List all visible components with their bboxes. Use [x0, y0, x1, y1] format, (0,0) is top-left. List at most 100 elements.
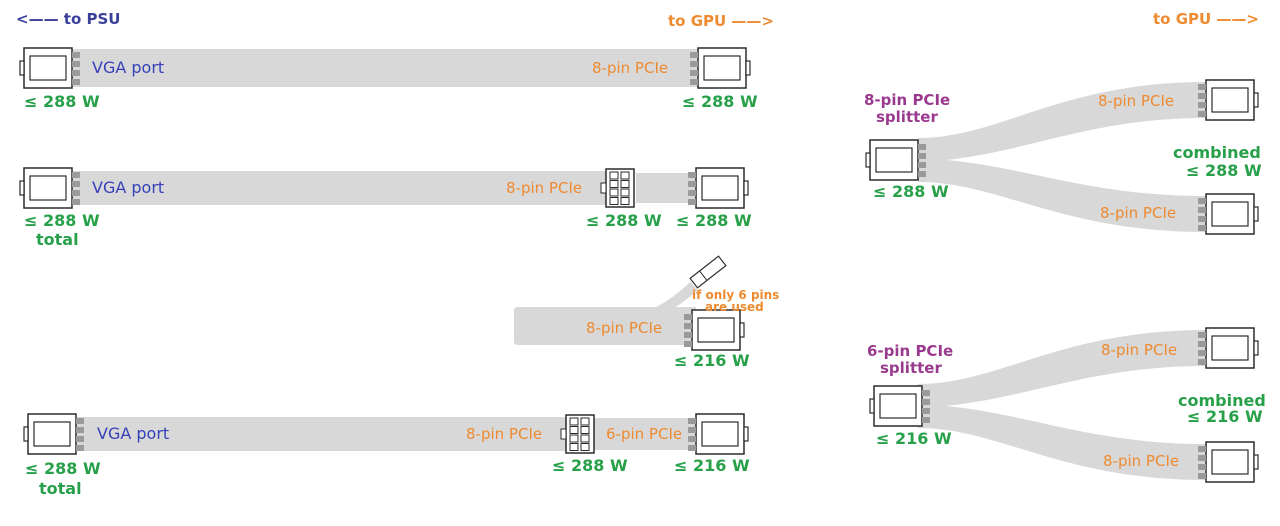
splitter8-output-top-connector-housing	[1205, 79, 1255, 121]
splitter8-input-connector-pin-0	[918, 144, 926, 150]
row4-psu-watt: ≤ 288 W	[25, 459, 101, 478]
splitter8-in-watt: ≤ 288 W	[873, 182, 949, 201]
row3-cable	[514, 307, 696, 345]
row2-psu-connector-pin-0	[72, 172, 80, 178]
row2-pcie-label: 8-pin PCIe	[506, 179, 583, 197]
row4-mid-connector-hole-1-0	[569, 426, 579, 434]
splitter6-name-line1: 6-pin PCIe	[867, 342, 954, 360]
row1-gpu-connector-latch	[745, 60, 751, 76]
splitter6-combined-watt: ≤ 216 W	[1187, 407, 1263, 426]
row4-psu-connector-latch	[23, 426, 29, 442]
row4-cable-a	[76, 417, 568, 451]
row4-cable-b	[594, 418, 700, 450]
row3-note-line1: if only 6 pins	[692, 288, 780, 302]
splitter6-name-line2: splitter	[880, 359, 942, 377]
cables-layer	[70, 49, 1206, 480]
row4-gpu-connector-pin-3	[688, 445, 696, 451]
row3-note-line2: are used	[705, 300, 764, 314]
row3-gpu-connector-latch	[739, 322, 745, 338]
row4-mid-connector-hole-0-1	[580, 417, 590, 426]
row1-psu-connector-inner	[29, 55, 67, 81]
row1-psu-connector-pin-2	[72, 70, 80, 76]
row4-mid-connector-hole-0-0	[569, 417, 579, 426]
row2-psu-connector-housing	[23, 167, 73, 209]
row1-gpu-connector-housing	[697, 47, 747, 89]
row4-psu-connector-housing	[27, 413, 77, 455]
to-gpu-label-right: to GPU ——>	[1153, 10, 1259, 28]
row2-mid-connector	[600, 168, 635, 208]
row3-gpu-connector-inner	[697, 317, 735, 343]
splitter8-output-top-connector-latch	[1253, 92, 1259, 108]
row4-psu-connector	[23, 413, 84, 455]
row4-pcie8-label: 8-pin PCIe	[466, 425, 543, 443]
row2-cable-a	[70, 171, 610, 205]
splitter8-output-top-connector-pin-0	[1198, 84, 1206, 90]
splitter6-output-top-connector-pin-1	[1198, 341, 1206, 347]
row1-psu-watt: ≤ 288 W	[24, 92, 100, 111]
splitter8-branch-bottom-cable	[918, 158, 1206, 232]
row2-psu-connector	[19, 167, 80, 209]
row1-psu-connector	[19, 47, 80, 89]
splitter8-input-connector-latch	[865, 152, 871, 168]
row2-psu-connector-pin-3	[72, 199, 80, 205]
row1-gpu-connector-pin-2	[690, 70, 698, 76]
splitter6-output-top-connector	[1198, 327, 1259, 369]
row4-psu-watt-total: total	[39, 479, 82, 498]
splitter6-combined-label: combined	[1178, 391, 1266, 410]
row2-gpu-connector-pin-3	[688, 199, 696, 205]
splitter6-output-bottom-connector-latch	[1253, 454, 1259, 470]
splitter6-branch-top-label: 8-pin PCIe	[1101, 341, 1178, 359]
row4-psu-connector-pin-2	[76, 436, 84, 442]
row4-gpu-connector-latch	[743, 426, 749, 442]
row4-mid-connector-latch	[560, 428, 567, 440]
row2-psu-watt-total: total	[36, 230, 79, 249]
row1-gpu-watt: ≤ 288 W	[682, 92, 758, 111]
row2-mid-connector-latch	[600, 182, 607, 194]
row2-gpu-connector	[688, 167, 749, 209]
splitter6-input-connector	[869, 385, 930, 427]
row2-mid-connector-hole-1-0	[609, 180, 619, 188]
row4-pcie6-label: 6-pin PCIe	[606, 425, 683, 443]
splitter6-output-top-connector-inner	[1211, 335, 1249, 361]
row1-gpu-connector	[690, 47, 751, 89]
splitter6-branch-bottom-cable	[918, 404, 1206, 480]
row2-gpu-connector-housing	[695, 167, 745, 209]
splitter6-input-connector-pin-3	[922, 417, 930, 423]
splitter8-name-line2: splitter	[876, 108, 938, 126]
splitter8-output-top-connector-pin-1	[1198, 93, 1206, 99]
splitter8-output-bottom-connector-pin-2	[1198, 216, 1206, 222]
splitter6-output-top-connector-pin-0	[1198, 332, 1206, 338]
row1-gpu-connector-inner	[703, 55, 741, 81]
splitter8-input-connector-pin-1	[918, 153, 926, 159]
to-gpu-label-left: to GPU ——>	[668, 12, 774, 30]
splitter8-output-top-connector-pin-2	[1198, 102, 1206, 108]
row4-mid-connector-hole-3-1	[580, 443, 590, 451]
splitter8-branch-bottom-label: 8-pin PCIe	[1100, 204, 1177, 222]
splitter8-input-connector-inner	[875, 147, 913, 173]
row3-pigtail-cable	[650, 282, 698, 316]
row4-mid-connector-hole-3-0	[569, 443, 579, 451]
row4-psu-connector-pin-3	[76, 445, 84, 451]
splitter6-output-bottom-connector-pin-0	[1198, 446, 1206, 452]
splitter8-name-line1: 8-pin PCIe	[864, 91, 951, 109]
row4-psu-connector-pin-1	[76, 427, 84, 433]
row1-vga-port-label: VGA port	[92, 58, 165, 77]
splitter6-input-connector-inner	[879, 393, 917, 419]
splitter8-branch-top-label: 8-pin PCIe	[1098, 92, 1175, 110]
splitter6-input-connector-pin-2	[922, 408, 930, 414]
splitter6-branch-top-cable	[918, 330, 1206, 408]
row4-mid-connector-hole-1-1	[580, 426, 590, 434]
row4-mid-watt: ≤ 288 W	[552, 456, 628, 475]
splitter8-combined-label: combined	[1173, 143, 1261, 162]
row4-gpu-connector	[688, 413, 749, 455]
splitter8-combined-watt: ≤ 288 W	[1186, 161, 1262, 180]
row1-psu-connector-pin-1	[72, 61, 80, 67]
row1-cable	[70, 49, 700, 87]
row3-pigtail-housing	[689, 255, 727, 289]
row2-mid-connector-hole-3-0	[609, 197, 619, 205]
row1-pcie-label: 8-pin PCIe	[592, 59, 669, 77]
row2-psu-connector-pin-2	[72, 190, 80, 196]
row1-gpu-connector-pin-0	[690, 52, 698, 58]
connectors-layer	[19, 47, 1259, 483]
